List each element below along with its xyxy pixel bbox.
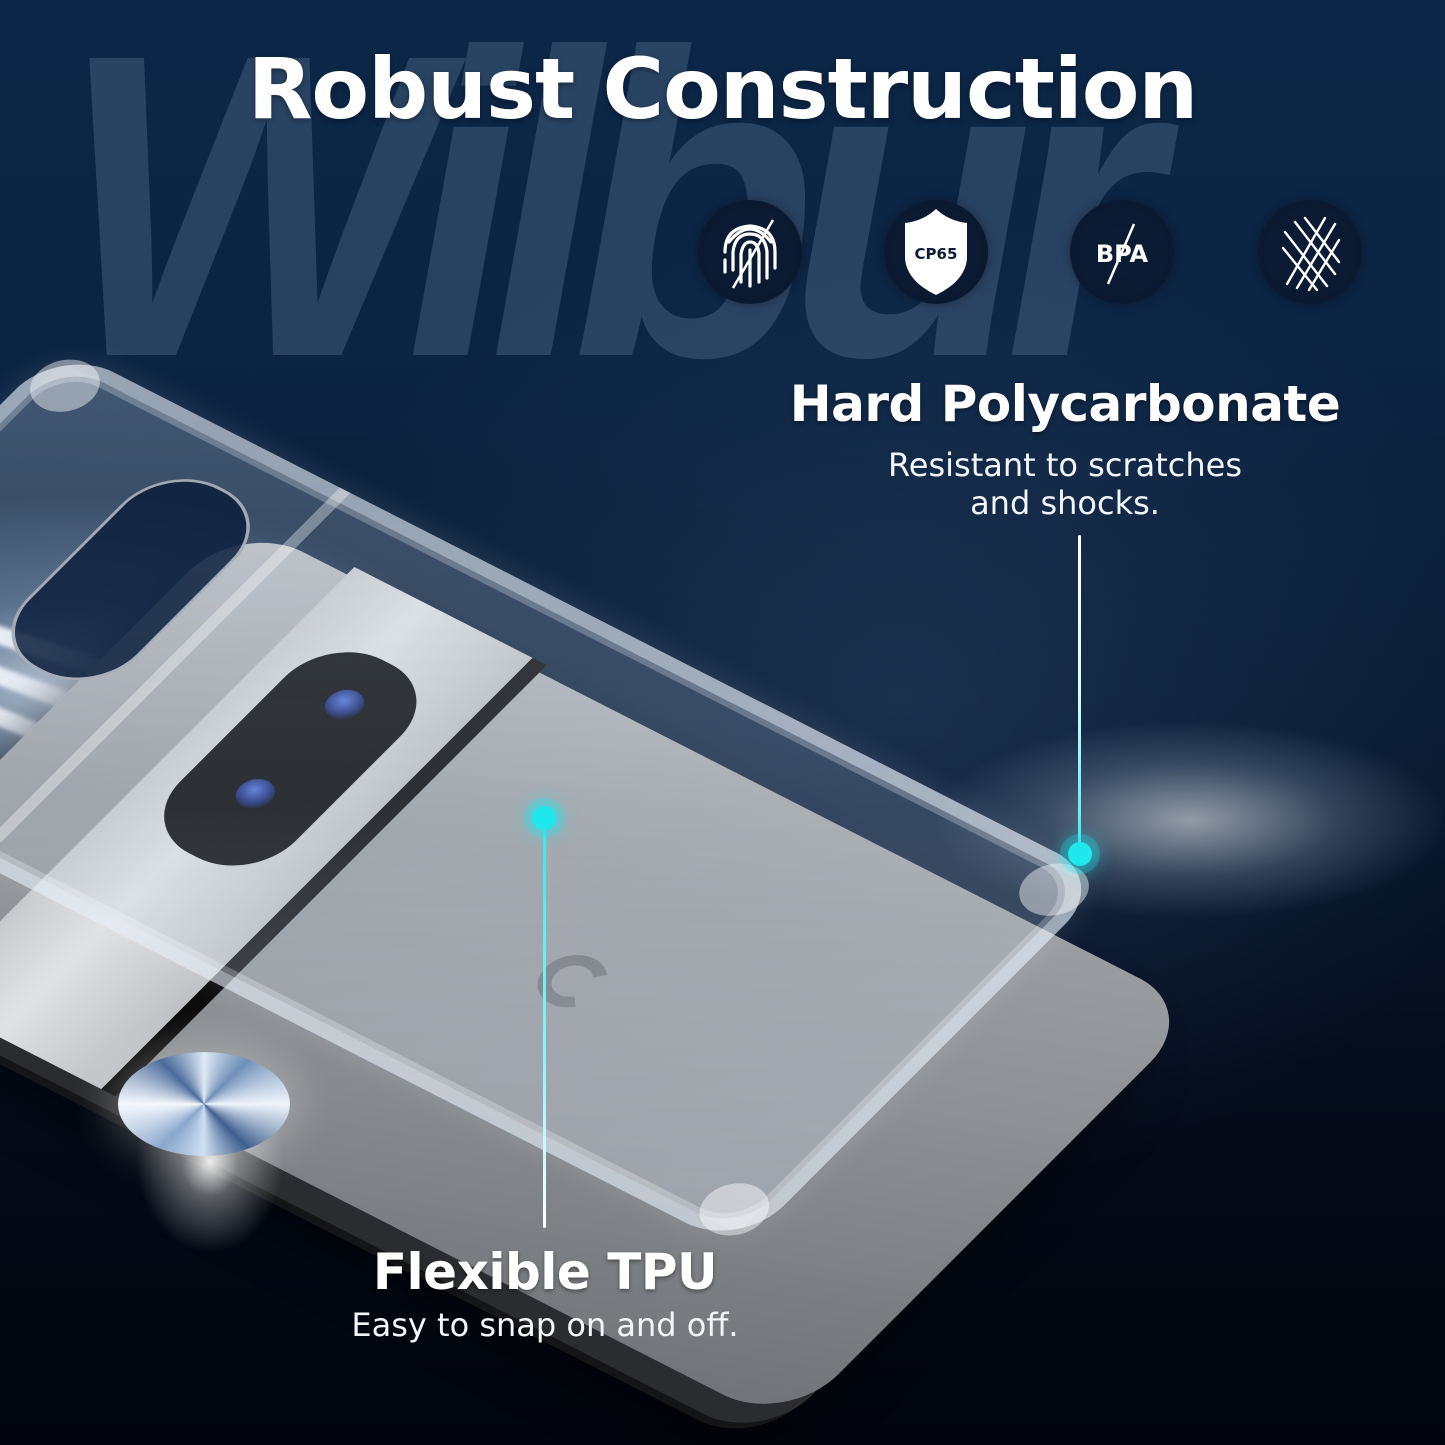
- tpu-description: Easy to snap on and off.: [351, 1306, 739, 1344]
- badge-cp65: CP65: [884, 200, 988, 304]
- feature-badges: CP65 BPA: [698, 200, 1398, 310]
- fingerprint-crossed-icon: [723, 219, 777, 289]
- polycarbonate-description: Resistant to scratches and shocks.: [770, 446, 1360, 523]
- badge-scratch-resistant: [1258, 200, 1362, 304]
- polycarbonate-title: Hard Polycarbonate: [789, 375, 1341, 433]
- tpu-callout-dot: [532, 806, 556, 830]
- diamond-icon: [118, 1052, 290, 1156]
- brand-watermark: Wilbur: [60, 0, 1161, 447]
- bpa-free-icon: BPA: [1096, 223, 1149, 285]
- polycarbonate-callout-dot: [1068, 842, 1092, 866]
- tpu-title: Flexible TPU: [372, 1243, 718, 1301]
- camera-cutout: [0, 459, 279, 700]
- polycarbonate-callout-line: [1078, 535, 1081, 853]
- polycarbonate-description-line1: Resistant to scratches: [888, 446, 1242, 484]
- bumper-corner: [685, 1173, 784, 1246]
- badge-anti-fingerprint: [698, 200, 802, 304]
- scratch-resistant-icon: [1281, 216, 1341, 292]
- page-title: Robust Construction: [247, 40, 1199, 138]
- tpu-callout-line: [543, 818, 546, 1228]
- shield-icon: CP65: [905, 209, 967, 295]
- brand-logo-icon: [523, 945, 622, 1018]
- camera-lens-icon: [316, 684, 373, 725]
- polycarbonate-description-line2: and shocks.: [970, 484, 1160, 523]
- bumper-corner: [1004, 853, 1104, 926]
- svg-text:CP65: CP65: [915, 245, 958, 263]
- badge-bpa-free: BPA: [1070, 200, 1174, 304]
- light-glow: [930, 720, 1445, 920]
